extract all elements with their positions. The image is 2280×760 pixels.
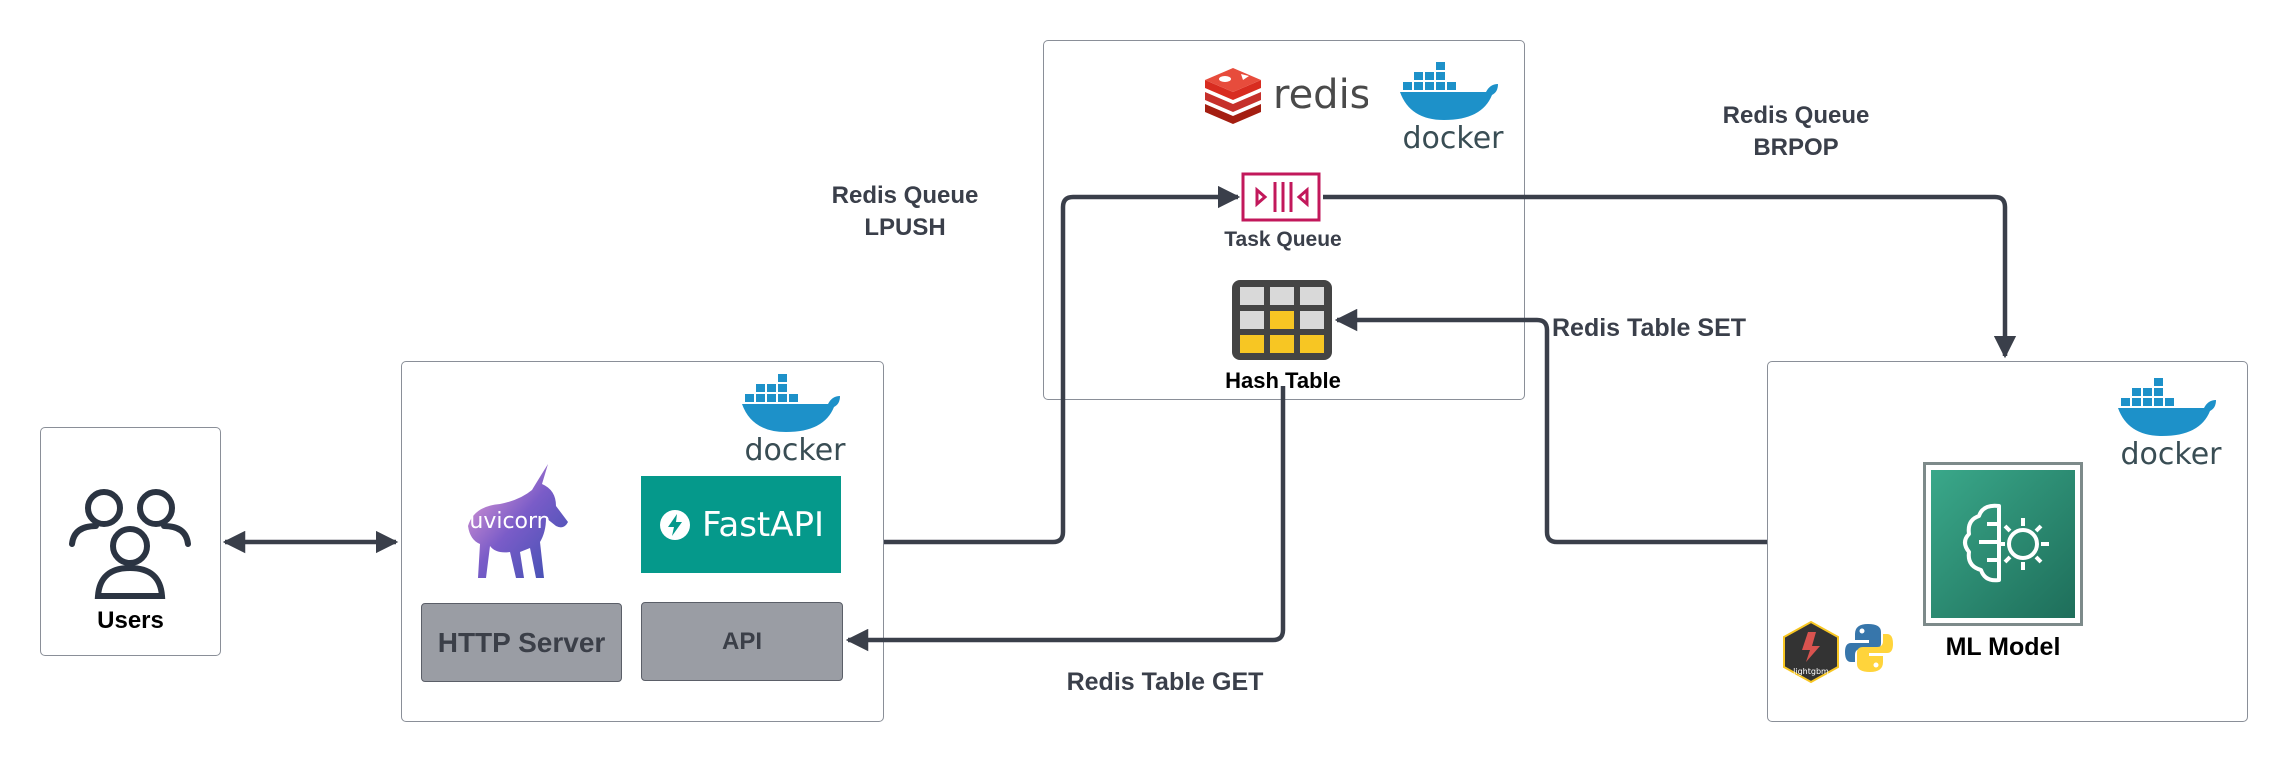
api-block: API — [641, 602, 843, 681]
svg-text:redis: redis — [1273, 72, 1368, 118]
queue-icon — [1241, 172, 1321, 222]
fastapi-logo: FastAPI — [641, 476, 841, 573]
ml-model-label: ML Model — [1945, 633, 2061, 661]
svg-text:lightgbm: lightgbm — [1793, 667, 1829, 676]
hash-table-label: Hash Table — [1225, 368, 1341, 393]
task-queue-label: Task Queue — [1224, 228, 1342, 251]
redis-logo: redis — [1205, 68, 1368, 124]
users-icon — [69, 489, 191, 599]
brpop-line1: Redis Queue — [1722, 102, 1870, 129]
brpop-arrow — [1323, 194, 2017, 359]
svg-text:uvicorn: uvicorn — [469, 509, 550, 534]
table-set-label: Redis Table SET — [1552, 314, 1747, 342]
table-set-arrow — [1334, 308, 1767, 545]
docker-logo: docker — [1400, 62, 1505, 153]
svg-text:docker: docker — [745, 433, 847, 465]
brpop-line2: BRPOP — [1753, 134, 1839, 161]
lpush-arrow — [884, 185, 1241, 545]
ml-brain-icon — [1963, 503, 2049, 583]
docker-logo: docker — [742, 374, 847, 465]
svg-text:docker: docker — [2121, 437, 2223, 469]
uvicorn-logo: uvicorn — [468, 464, 568, 578]
brpop-label: Redis Queue BRPOP — [1671, 100, 1921, 164]
table-get-label: Redis Table GET — [1066, 668, 1264, 696]
lightgbm-logo: lightgbm — [1783, 620, 1839, 684]
svg-text:docker: docker — [1403, 121, 1505, 153]
lpush-line2: LPUSH — [864, 214, 946, 241]
bolt-icon — [659, 509, 690, 540]
lpush-label: Redis Queue LPUSH — [780, 180, 1030, 244]
python-logo — [1845, 624, 1893, 672]
ml-model-icon — [1923, 462, 2083, 626]
users-label: Users — [97, 607, 164, 634]
table-get-arrow — [845, 386, 1286, 652]
docker-logo: docker — [2118, 378, 2223, 469]
http-server-block: HTTP Server — [421, 603, 622, 682]
hash-table-icon — [1232, 280, 1332, 360]
lpush-line1: Redis Queue — [831, 182, 979, 209]
